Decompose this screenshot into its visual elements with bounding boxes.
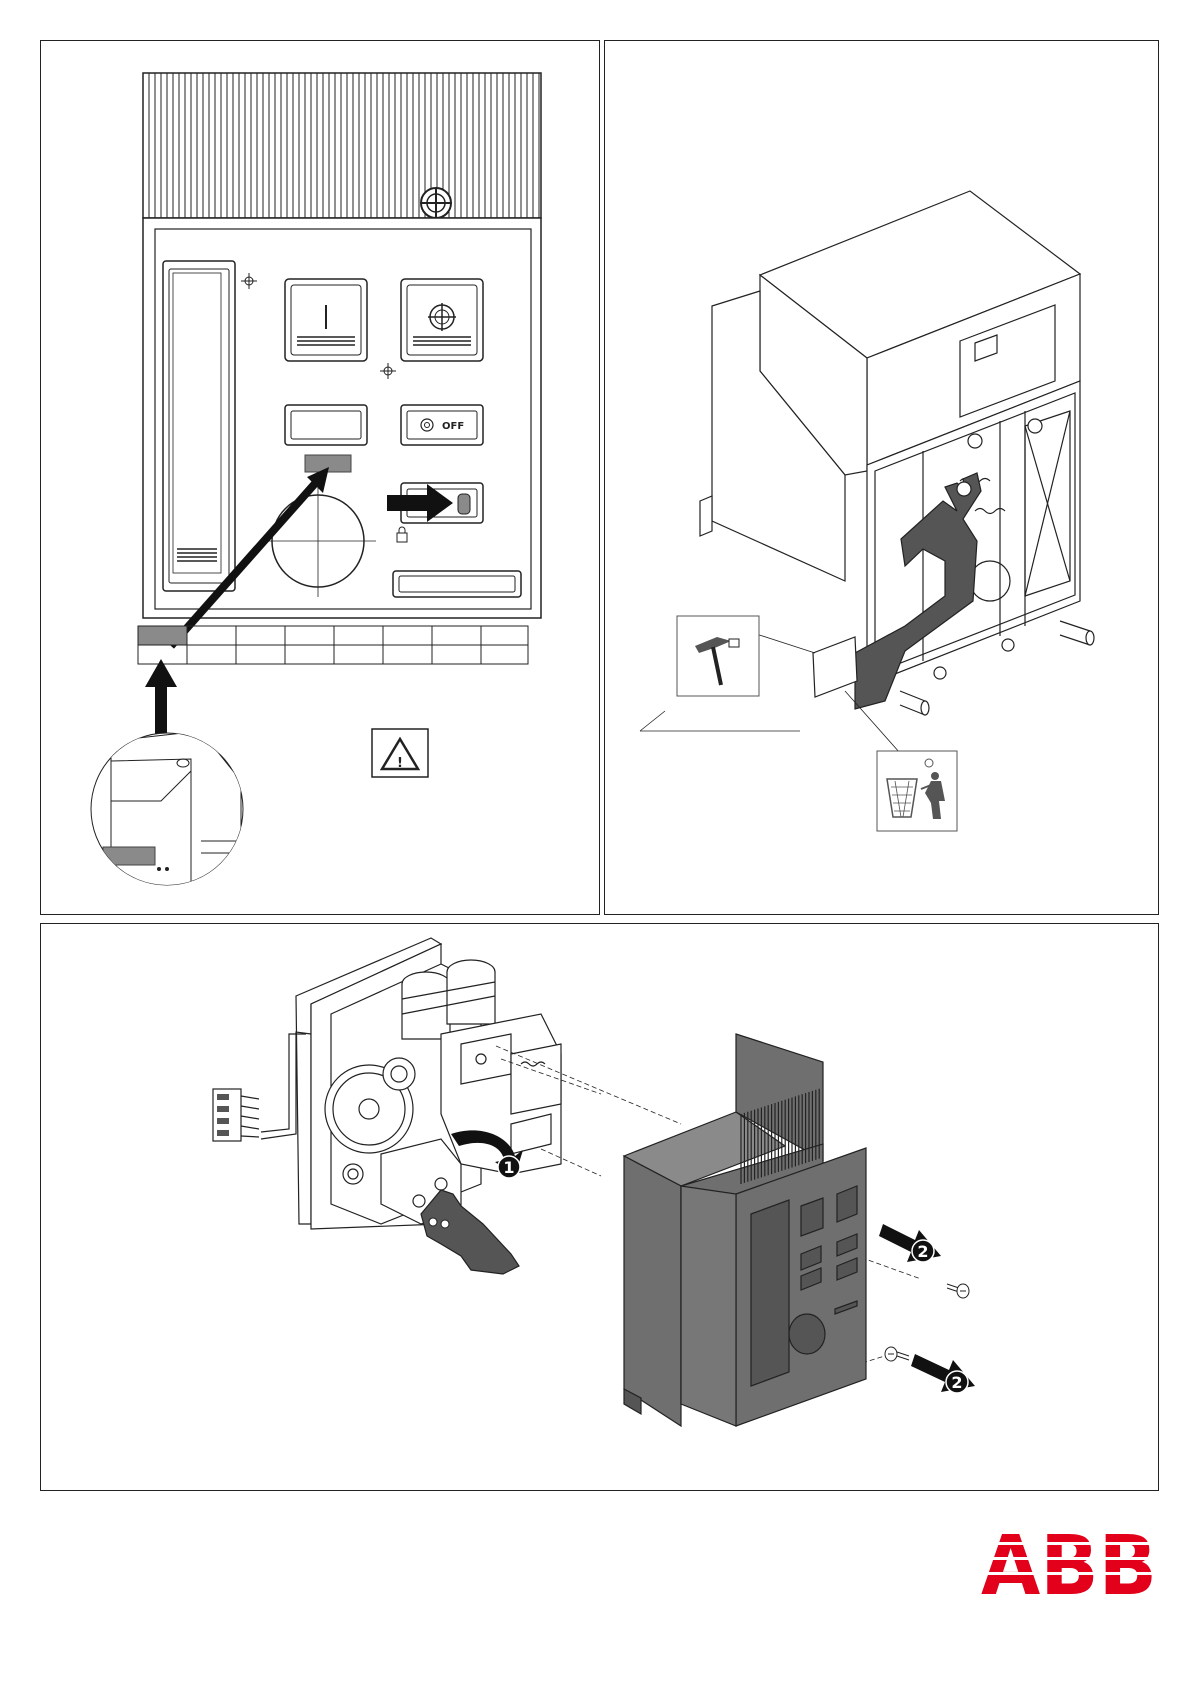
off-button[interactable] xyxy=(401,279,483,361)
off-indicator: OFF xyxy=(401,405,483,445)
step-2-label-top: 2 xyxy=(917,1242,928,1261)
iso-view-drawing xyxy=(605,41,1160,916)
step-2-label-bottom: 2 xyxy=(951,1373,962,1392)
settings-table xyxy=(138,626,528,664)
panel-iso-view xyxy=(604,40,1159,915)
rating-plug-slot xyxy=(163,261,235,591)
abb-logo: ABB xyxy=(980,1530,1158,1596)
detail-callout xyxy=(91,731,243,901)
warning-icon: ! xyxy=(372,729,428,777)
warning-symbol: ! xyxy=(397,756,403,771)
off-label: OFF xyxy=(442,421,464,432)
screw-icon xyxy=(947,1284,969,1298)
hammer-icon xyxy=(677,616,759,696)
panel-front-view: OFF xyxy=(40,40,600,915)
heat-sink-ribs xyxy=(143,73,541,218)
front-view-drawing: OFF xyxy=(41,41,601,916)
recycle-bin-icon xyxy=(877,751,957,831)
on-button[interactable] xyxy=(285,279,367,361)
charging-lever xyxy=(421,1190,519,1274)
step-1-label: 1 xyxy=(503,1158,514,1177)
motor-mechanism xyxy=(213,938,561,1229)
motor-cover xyxy=(624,1034,866,1426)
removable-plate xyxy=(813,637,857,697)
exploded-view-drawing: 1 xyxy=(41,924,1160,1492)
crosshair-icon xyxy=(421,188,451,218)
bottom-slot xyxy=(393,571,521,597)
screw-icon xyxy=(885,1347,909,1361)
status-window xyxy=(285,405,367,445)
panel-exploded-view: 1 xyxy=(40,923,1159,1491)
abb-logo-text: ABB xyxy=(981,1530,1157,1596)
